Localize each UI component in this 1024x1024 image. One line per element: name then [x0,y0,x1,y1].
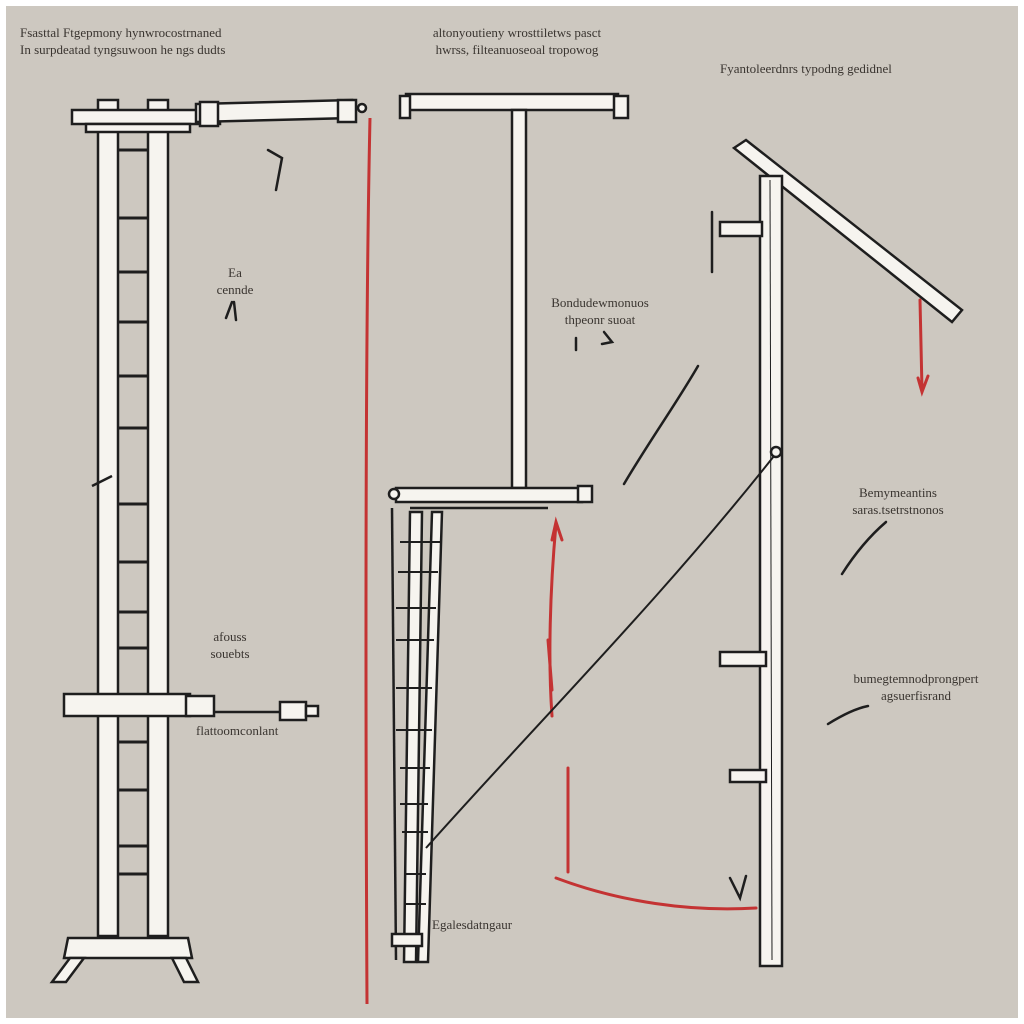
top-crossbar-clamp [70,98,368,134]
red-up-arrow [548,516,564,718]
label-top-right: Fyantoleerdnrs typodng gedidnel [720,61,892,76]
pencil-marks [224,148,888,902]
red-plank-marker [916,298,930,397]
label-left-lower: afouss souebts [210,629,250,661]
tower-base-stand [49,936,201,984]
t-frame-lower-bar [394,486,584,504]
label-top-center: altonyoutieny wrosttiletws pasct hwrss, … [432,25,602,57]
center-t-frame [387,92,630,510]
tower-side-tick [91,474,113,488]
right-pole-assembly [718,138,964,968]
label-right-mid: Bemymeantins saras.tsetrstnonos [852,485,944,517]
label-left-mid: Ea cennde [216,265,254,297]
label-top-left: Fsasttal Ftgepmony hynwrocostrnaned In s… [20,25,226,57]
label-left-clamp: flattoomconlant [196,723,279,738]
label-right-lower: bumegtemnodprongpert agsuerfisrand [853,671,979,703]
t-frame-post [510,108,528,490]
label-center-mid: Bondudewmonuos thpeonr suoat [551,295,649,327]
red-arrows [546,298,930,911]
t-frame-top-bar [404,92,620,112]
pole-peg-low [728,768,768,784]
pole-peg-top [718,220,764,238]
red-reference-line [364,117,372,1005]
pole-peg-mid [718,650,768,668]
label-center-bottom: Egalesdatngaur [432,917,513,932]
red-ground-curve [554,876,758,911]
left-rail [96,98,120,938]
support-cable [425,455,775,849]
right-rail [146,98,170,938]
center-leaning-ladder [390,507,444,964]
angled-plank [731,138,964,324]
left-ladder-tower [49,98,368,984]
lower-clamp-bracket [62,692,320,722]
ladder-rungs [118,148,148,876]
